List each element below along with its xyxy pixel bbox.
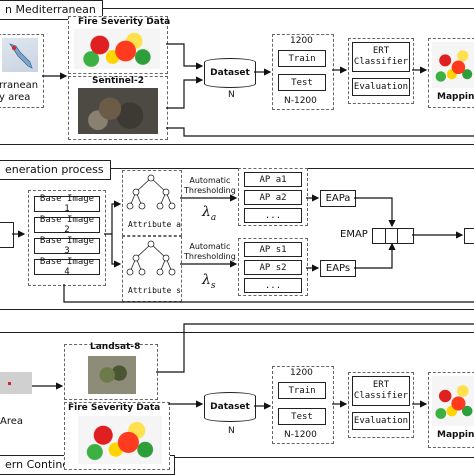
bottom-dataset-cylinder: Dataset <box>204 392 256 422</box>
ap-a1-box: AP a1 <box>244 172 302 187</box>
auto-thresholding-a-label: Automatic Thresholding <box>184 176 236 195</box>
italy-shape <box>9 43 33 69</box>
bottom-test-label: Test <box>291 411 313 422</box>
italy-map <box>2 38 38 72</box>
eaps-label: EAPs <box>325 263 351 274</box>
study-area-text-line2: y area <box>0 92 31 103</box>
lambda-s: λs <box>202 272 216 291</box>
base-image-1-label: Base Image 1 <box>39 194 95 214</box>
bottom-train-box: Train <box>278 382 326 399</box>
bottom-landsat-title: Landsat-8 <box>90 342 141 352</box>
ap-s-more-label: ... <box>264 280 282 291</box>
bottom-split-total: 1200 <box>290 368 313 378</box>
bottom-train-label: Train <box>288 385 316 396</box>
bottom-landsat-image <box>88 356 136 394</box>
top-mapping-label: Mapping <box>437 92 474 102</box>
base-image-3: Base Image 3 <box>34 236 100 256</box>
top-fire-severity-title: Fire Severity Data <box>78 17 171 27</box>
attribute-a-tree <box>126 174 176 210</box>
bottom-split-box <box>272 366 334 444</box>
bottom-fire-severity-map <box>78 416 162 464</box>
auto-thresholding-s-label: Automatic Thresholding <box>184 242 236 261</box>
bottom-mapping-label: Mapping <box>437 430 474 440</box>
lambda-a-symbol: λ <box>202 204 211 220</box>
attribute-s-tree <box>126 240 176 276</box>
bottom-dataset-label: Dataset <box>210 402 250 412</box>
ap-s1-box: AP s1 <box>244 242 302 257</box>
ap-a1-label: AP a1 <box>259 174 287 185</box>
bottom-evaluation-label: Evaluation <box>353 416 409 426</box>
attribute-s-label: Attribute s <box>128 286 181 295</box>
top-test-box: Test <box>278 74 326 91</box>
top-sentinel-title: Sentinel-2 <box>92 76 144 86</box>
ap-s2-label: AP s2 <box>259 262 287 273</box>
top-dataset-n: N <box>228 90 235 100</box>
top-mapping-map <box>432 42 474 88</box>
emap-label: EMAP <box>340 229 368 240</box>
bottom-fire-severity-title: Fire Severity Data <box>68 403 161 413</box>
top-train-box: Train <box>278 50 326 67</box>
base-image-2: Base Image 2 <box>34 215 100 235</box>
ap-s-more-box: ... <box>244 278 302 293</box>
eapa-label: EAPa <box>325 193 351 204</box>
base-image-4: Base Image 4 <box>34 257 100 277</box>
base-image-2-label: Base Image 2 <box>39 215 95 235</box>
base-image-3-label: Base Image 3 <box>39 236 95 256</box>
ap-a2-box: AP a2 <box>244 190 302 205</box>
base-image-1: Base Image 1 <box>34 194 100 214</box>
lambda-s-symbol: λ <box>202 272 211 288</box>
top-evaluation-label: Evaluation <box>353 82 409 92</box>
ap-a2-label: AP a2 <box>259 192 287 203</box>
bottom-split-rest: N-1200 <box>284 430 317 440</box>
lambda-a-subscript: a <box>210 212 217 223</box>
bottom-dataset-n: N <box>228 426 235 436</box>
ap-a-more-label: ... <box>264 210 282 221</box>
lambda-a: λa <box>202 204 216 223</box>
generation-section-label: eneration process <box>0 160 111 180</box>
top-split-rest: N-1200 <box>284 96 317 106</box>
emap-output-box <box>464 228 474 244</box>
lambda-s-subscript: s <box>210 280 216 291</box>
attribute-a-label: Attribute a <box>128 220 181 229</box>
bottom-ert-classifier-box: ERT Classifier <box>352 376 410 406</box>
usa-area-text: Area <box>0 416 24 427</box>
top-fire-severity-map <box>74 29 160 69</box>
bottom-evaluation-box: Evaluation <box>352 412 410 430</box>
ap-s1-label: AP s1 <box>259 244 287 255</box>
top-ert-classifier-label: ERT Classifier <box>353 46 409 67</box>
usa-map <box>0 372 32 394</box>
top-test-label: Test <box>291 77 313 88</box>
bottom-ert-classifier-label: ERT Classifier <box>353 380 409 401</box>
top-ert-classifier-box: ERT Classifier <box>352 42 410 72</box>
bottom-test-box: Test <box>278 408 326 425</box>
input-image-box <box>0 222 14 248</box>
top-dataset-cylinder: Dataset <box>204 58 256 88</box>
top-sentinel-image <box>78 88 158 134</box>
ap-a-more-box: ... <box>244 208 302 223</box>
study-area-text-line1: rranean <box>0 80 39 91</box>
top-train-label: Train <box>288 53 316 64</box>
bottom-mapping-map <box>432 376 474 426</box>
mediterranean-section-label: n Mediterranean <box>0 0 103 20</box>
top-split-total: 1200 <box>290 36 313 46</box>
ap-s2-box: AP s2 <box>244 260 302 275</box>
top-evaluation-box: Evaluation <box>352 78 410 96</box>
base-image-4-label: Base Image 4 <box>39 257 95 277</box>
top-split-box <box>272 34 334 110</box>
top-dataset-label: Dataset <box>210 68 250 78</box>
